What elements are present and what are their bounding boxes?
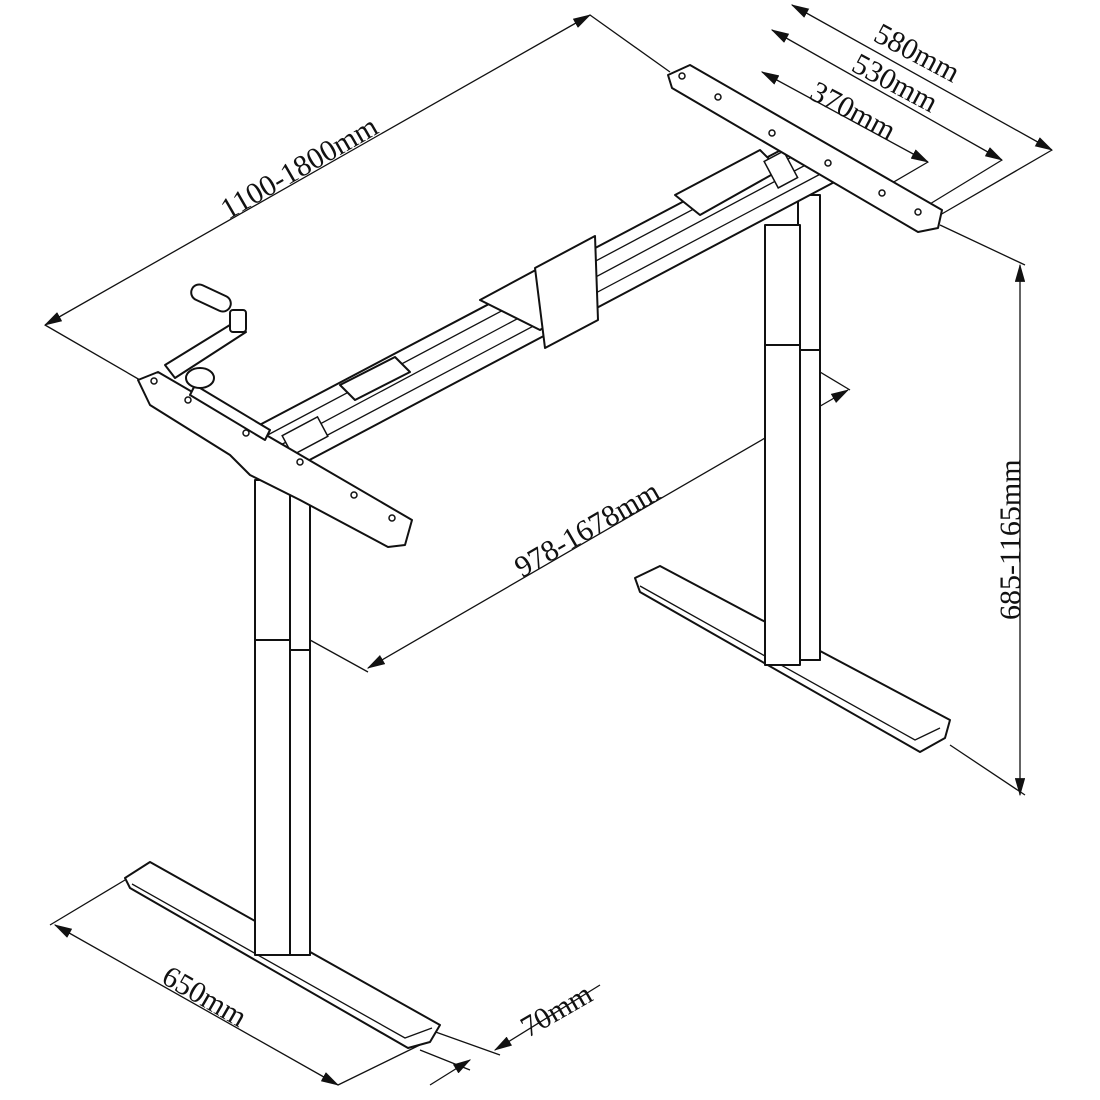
hand-crank-icon: [164, 283, 271, 441]
foot-width-dimension-line: [493, 984, 601, 1051]
580-dimension-line: [790, 4, 1054, 151]
height-range-label: 685-1165mm: [994, 459, 1027, 620]
left-top-bracket: [137, 371, 413, 548]
foot-length-dimension-line: [53, 924, 340, 1086]
left-leg: [124, 479, 441, 1049]
width-dimension-line: [43, 14, 592, 326]
foot-spacing-label: 978-1678mm: [509, 475, 666, 584]
foot-length-label: 650mm: [157, 959, 253, 1033]
right-leg: [634, 194, 951, 753]
crossbeam: [249, 139, 843, 466]
width-range-label: 1100-1800mm: [215, 110, 384, 226]
foot-width-label: 70mm: [515, 977, 598, 1044]
right-top-bracket: [667, 64, 943, 233]
370-dimension-line: [760, 71, 930, 163]
